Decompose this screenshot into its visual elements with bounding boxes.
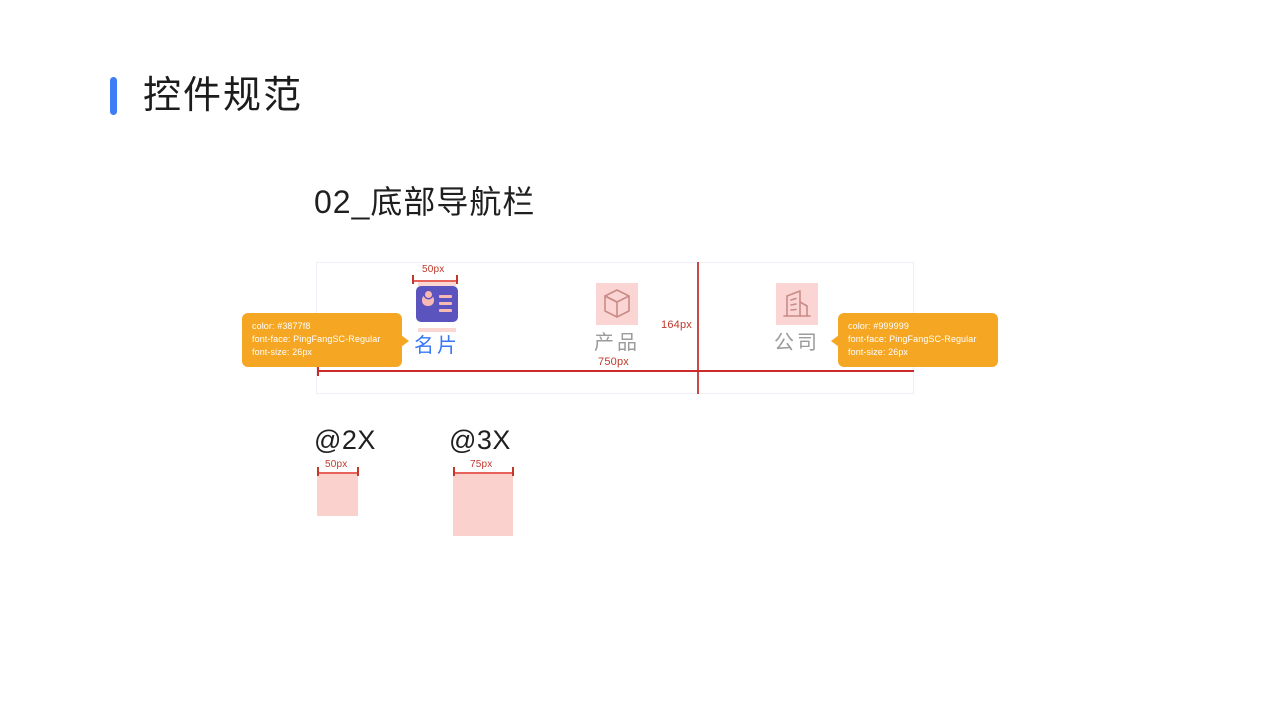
scale-title-2x: @2X [314,425,376,455]
page-title: 控件规范 [143,75,304,117]
callout-inactive-label-style: color: #999999 font-face: PingFangSC-Reg… [831,313,998,367]
card-person-head-icon [424,291,432,298]
nav-item-business-card[interactable]: 名片 [377,282,497,357]
nav-item-company[interactable]: 公司 [737,283,857,353]
section-title: 02_底部导航栏 [314,184,536,220]
callout-arrow-icon [401,335,409,347]
measure-label-2x: 50px [325,459,348,470]
measure-label-3x: 75px [470,459,493,470]
card-text-line-icon [439,309,452,312]
measure-line-bar-height [697,262,699,394]
measure-cap-left [412,275,414,284]
asset-swatch-3x [453,474,513,536]
building-icon [776,283,818,325]
building-icon-bg [776,283,818,325]
measure-line-3x [453,472,513,474]
callout-color-line: color: #3877f8 [252,321,311,331]
card-person-body-icon [422,294,434,306]
callout-fontface-line: font-face: PingFangSC-Regular [252,334,381,344]
callout-fontsize-line: font-size: 26px [252,347,313,357]
nav-label-company: 公司 [774,332,820,354]
measure-cap-left [317,365,319,376]
measure-label-icon-size: 50px [422,264,445,275]
business-card-icon [416,282,458,332]
measure-cap-right [357,467,359,476]
nav-label-business-card: 名片 [414,335,460,357]
title-accent-bar [110,77,117,115]
measure-cap-left [317,467,319,476]
nav-label-product: 产品 [594,332,640,354]
callout-fontface-line: font-face: PingFangSC-Regular [848,334,977,344]
card-text-line-icon [439,295,452,298]
measure-line-2x [317,472,358,474]
callout-color-line: color: #999999 [848,321,909,331]
measure-label-bar-width: 750px [598,356,629,368]
cube-icon-glyph [604,289,630,318]
measure-cap-right [512,467,514,476]
cube-icon-bg [596,283,638,325]
callout-arrow-icon [831,335,839,347]
page-header: 控件规范 [110,68,303,124]
nav-item-product[interactable]: 产品 [557,283,677,353]
card-icon-body [416,286,458,322]
bottom-nav-preview-panel: 名片 产品 [316,262,914,394]
callout-fontsize-line: font-size: 26px [848,347,909,357]
building-icon-glyph [783,290,811,317]
card-icon-top-shadow [418,282,456,286]
measure-label-bar-height: 164px [661,319,692,331]
measure-cap-right [456,275,458,284]
card-icon-bottom-shadow [418,328,456,332]
asset-swatch-2x [317,474,358,516]
measure-line-bar-width [317,370,914,372]
measure-cap-left [453,467,455,476]
scale-title-3x: @3X [449,425,511,455]
card-text-line-icon [439,302,452,305]
cube-box-icon [596,283,638,325]
callout-active-label-style: color: #3877f8 font-face: PingFangSC-Reg… [242,313,409,367]
measure-line-icon-size [412,280,458,282]
